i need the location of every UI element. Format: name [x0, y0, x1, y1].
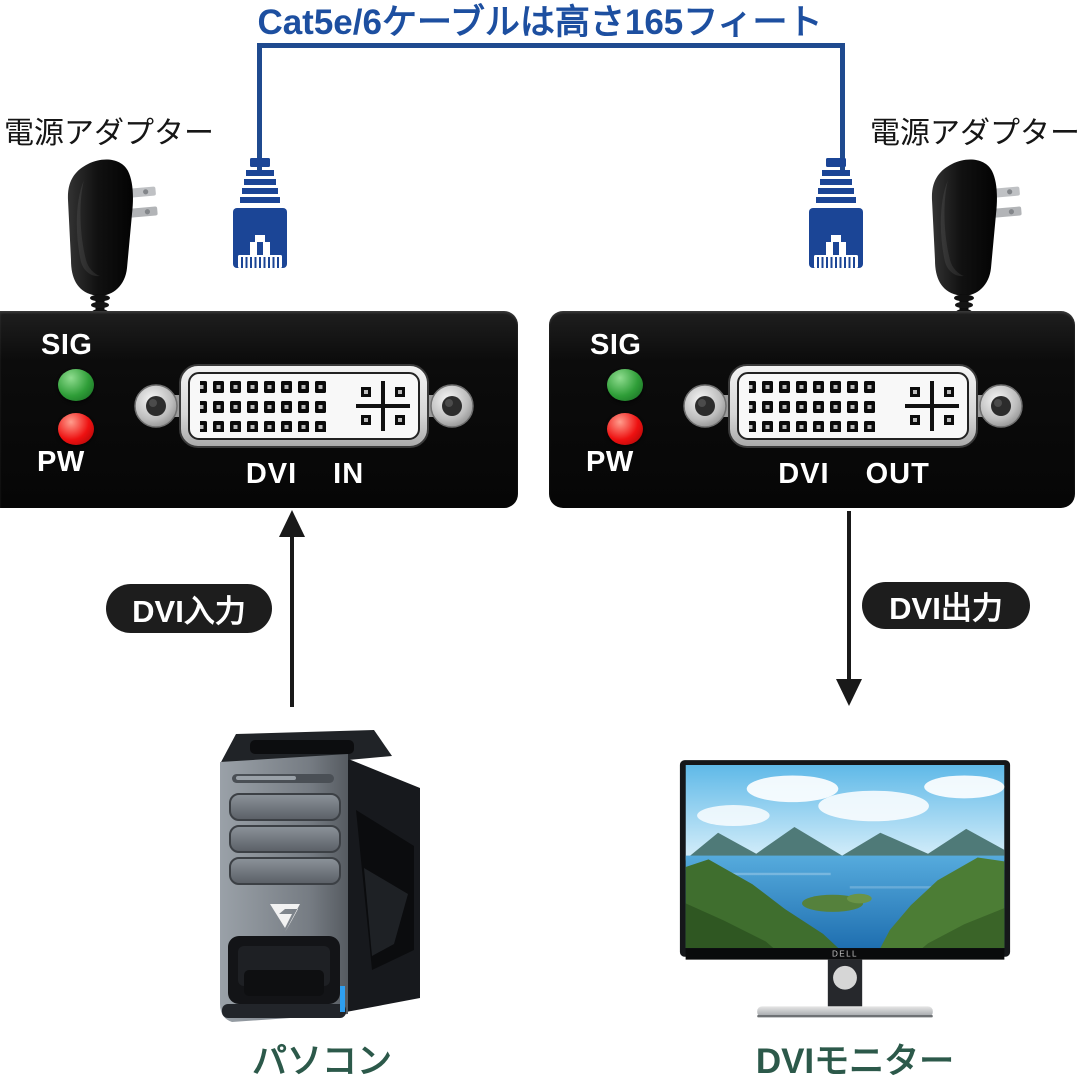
monitor-brand-logo: DELL: [832, 950, 858, 959]
dvi-out-label: DVI OUT: [689, 458, 1019, 491]
extender-rx-box: SIG PW: [549, 311, 1075, 508]
down-arrow-shaft: [847, 511, 851, 681]
dvi-in-label: DVI IN: [140, 458, 470, 491]
computer-tower-image: [220, 730, 420, 1022]
dvi-port-icon: [683, 364, 1023, 448]
dvi-output-pill: DVI出力: [862, 582, 1030, 629]
power-adapter-label-left: 電源アダプター: [4, 117, 214, 150]
dvi-input-pill: DVI入力: [106, 584, 272, 633]
rj45-plug-icon-right: [809, 158, 863, 268]
sig-label: SIG: [590, 329, 642, 361]
monitor-label: DVIモニター: [755, 1042, 955, 1080]
power-adapter-icon-right: [931, 159, 1022, 324]
direction-word: OUT: [865, 458, 930, 490]
up-arrow-icon: [279, 510, 305, 537]
power-adapter-icon-left: [67, 159, 158, 324]
power-adapter-label-right: 電源アダプター: [870, 117, 1080, 150]
port-word: DVI: [778, 458, 830, 490]
pw-label: PW: [37, 446, 85, 478]
up-arrow-shaft: [290, 535, 294, 707]
extender-tx-box: SIG PW: [0, 311, 518, 508]
power-led-red-icon: [607, 413, 643, 445]
down-arrow-icon: [836, 679, 862, 706]
cable-length-note: Cat5e/6ケーブルは高さ165フィート: [257, 3, 823, 42]
port-word: DVI: [245, 458, 298, 490]
signal-led-green-icon: [607, 369, 643, 401]
power-led-red-icon: [58, 413, 94, 445]
sig-label: SIG: [41, 329, 93, 361]
dvi-port-icon: [134, 364, 474, 448]
signal-led-green-icon: [58, 369, 94, 401]
direction-word: IN: [333, 458, 365, 490]
rj45-plug-icon-left: [233, 158, 287, 268]
pw-label: PW: [586, 446, 634, 478]
cat5e-cable-run: [257, 43, 845, 172]
computer-label: パソコン: [251, 1042, 392, 1080]
dvi-monitor-image: DELL: [679, 760, 1011, 1018]
